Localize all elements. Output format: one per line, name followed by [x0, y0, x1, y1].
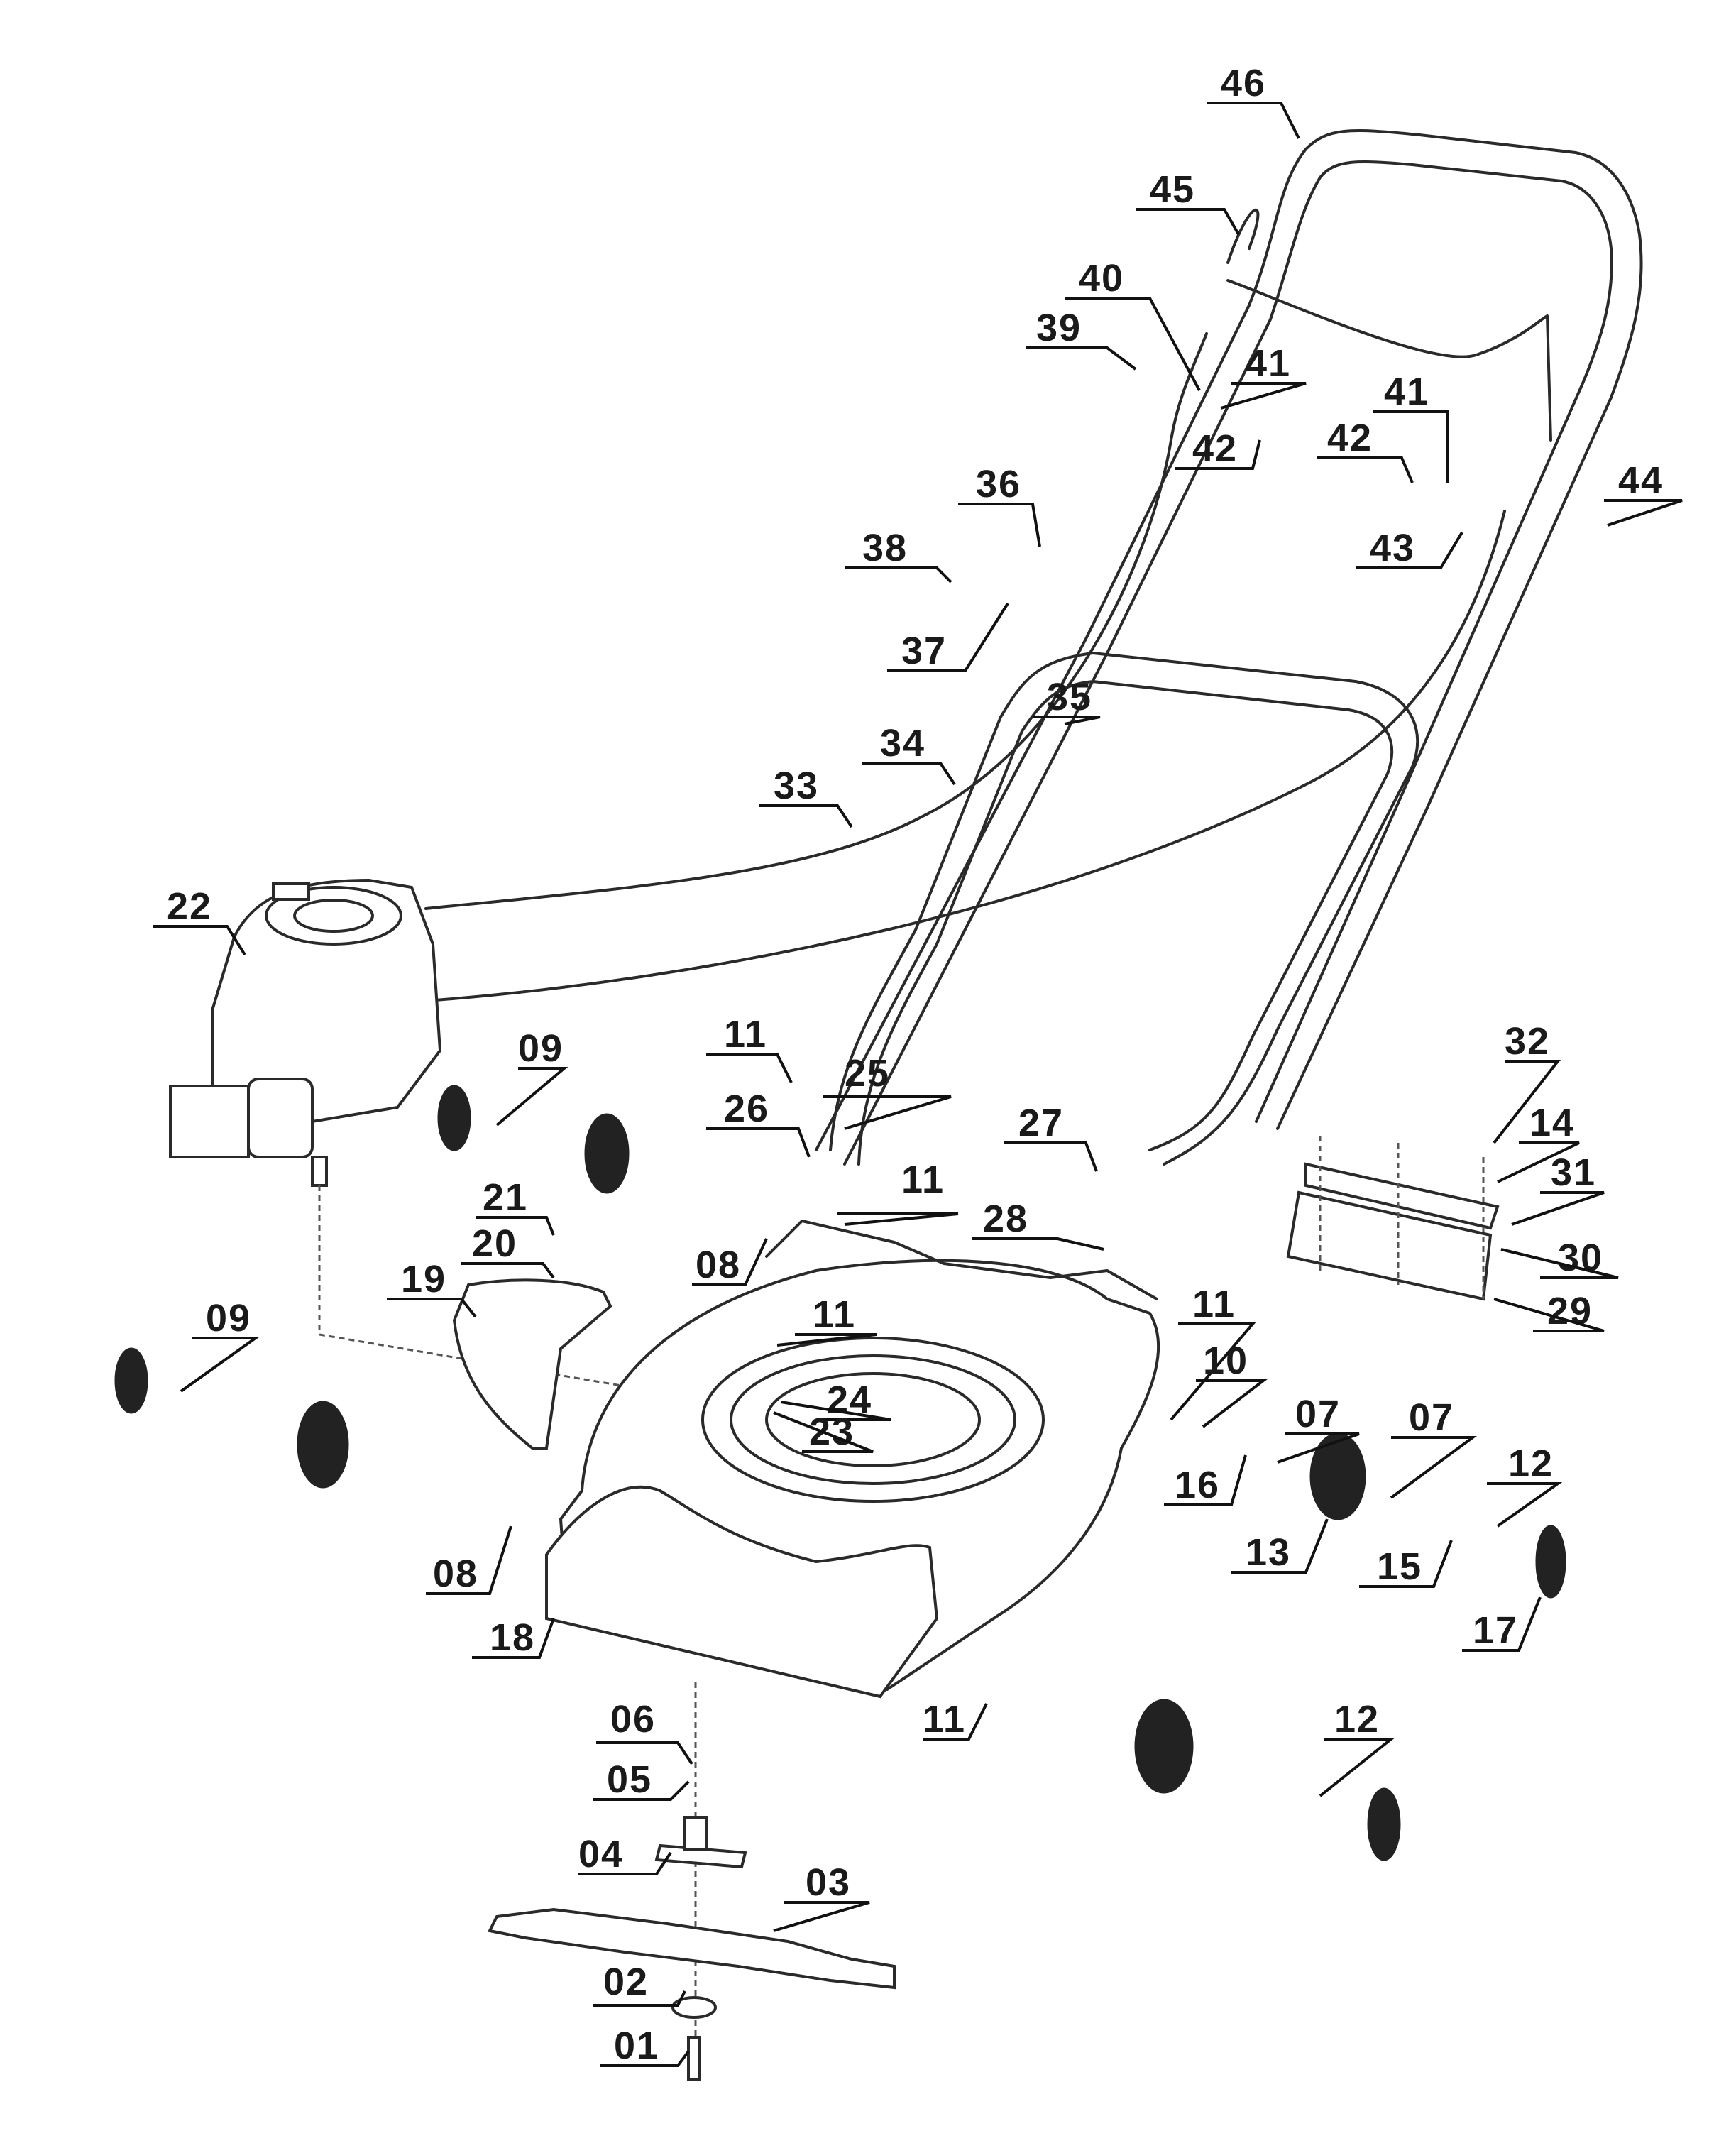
callout-23: 23 [809, 1410, 855, 1453]
callout-27: 27 [1018, 1102, 1064, 1144]
callout-39: 39 [1036, 307, 1082, 349]
callout-45: 45 [1150, 168, 1195, 211]
blade-washer [671, 1996, 717, 2019]
callout-42a: 42 [1192, 427, 1238, 470]
blade [488, 1907, 896, 1990]
callout-03: 03 [806, 1861, 851, 1904]
upper-handle [815, 129, 1643, 1166]
callout-26: 26 [724, 1087, 769, 1130]
callout-11d: 11 [1192, 1283, 1236, 1325]
deck [545, 1220, 1160, 1699]
callout-11a: 11 [724, 1013, 767, 1056]
callout-19: 19 [401, 1258, 446, 1300]
callout-46: 46 [1221, 62, 1266, 104]
callout-12b: 12 [1334, 1698, 1380, 1741]
callout-28: 28 [983, 1198, 1028, 1240]
rear-flap [1286, 1136, 1500, 1301]
callout-12a: 12 [1508, 1442, 1554, 1485]
wheel-rear-left-upper [437, 1085, 630, 1194]
blade-bolt [687, 2036, 701, 2081]
callout-17: 17 [1473, 1609, 1518, 1652]
callout-labels: 46 45 40 39 41 42 41 42 44 43 36 38 37 3… [153, 62, 1683, 2067]
callout-08a: 08 [696, 1244, 741, 1286]
callout-41a: 41 [1246, 342, 1291, 385]
throttle-cable [424, 510, 1506, 1002]
lower-handle [829, 652, 1419, 1166]
callout-10: 10 [1203, 1339, 1248, 1382]
callout-11c: 11 [813, 1293, 856, 1336]
callout-07b: 07 [1409, 1396, 1454, 1439]
callout-35: 35 [1047, 676, 1092, 718]
callout-44: 44 [1618, 459, 1664, 502]
callout-09a: 09 [518, 1027, 564, 1070]
callout-08b: 08 [433, 1552, 478, 1595]
wheel-front-left [114, 1347, 349, 1489]
callout-21: 21 [483, 1176, 528, 1219]
callout-11b: 11 [901, 1158, 945, 1201]
callout-09b: 09 [206, 1297, 251, 1339]
engine [169, 878, 442, 1187]
callout-38: 38 [862, 527, 908, 569]
callout-02: 02 [603, 1961, 649, 2003]
callout-01: 01 [614, 2024, 659, 2067]
blade-holder [654, 1843, 747, 1869]
callout-20: 20 [472, 1222, 517, 1265]
callout-37: 37 [901, 630, 947, 672]
control-cable [424, 332, 1208, 910]
callout-41b: 41 [1384, 371, 1429, 413]
callout-15: 15 [1377, 1545, 1422, 1588]
callout-25: 25 [845, 1052, 890, 1095]
callout-42b: 42 [1327, 417, 1373, 459]
callout-14: 14 [1529, 1102, 1575, 1144]
callout-36: 36 [976, 463, 1021, 505]
callout-18: 18 [490, 1616, 535, 1659]
callout-31: 31 [1551, 1151, 1596, 1194]
wheel-front-right [1134, 1699, 1401, 1861]
callout-33: 33 [774, 765, 819, 807]
callout-06: 06 [610, 1698, 656, 1741]
side-discharge-chute [452, 1278, 612, 1450]
callout-05: 05 [607, 1758, 652, 1801]
callout-04: 04 [578, 1833, 624, 1875]
callout-43: 43 [1370, 527, 1415, 569]
callout-40: 40 [1079, 257, 1124, 300]
blade-holder-hub [683, 1816, 708, 1851]
callout-13: 13 [1246, 1531, 1291, 1574]
callout-11e: 11 [923, 1698, 966, 1741]
callout-34: 34 [880, 722, 925, 765]
callout-32: 32 [1505, 1020, 1550, 1063]
callout-22: 22 [167, 885, 212, 928]
callout-07a: 07 [1295, 1393, 1341, 1435]
callout-16: 16 [1175, 1464, 1220, 1506]
wheel-right [1309, 1432, 1566, 1599]
